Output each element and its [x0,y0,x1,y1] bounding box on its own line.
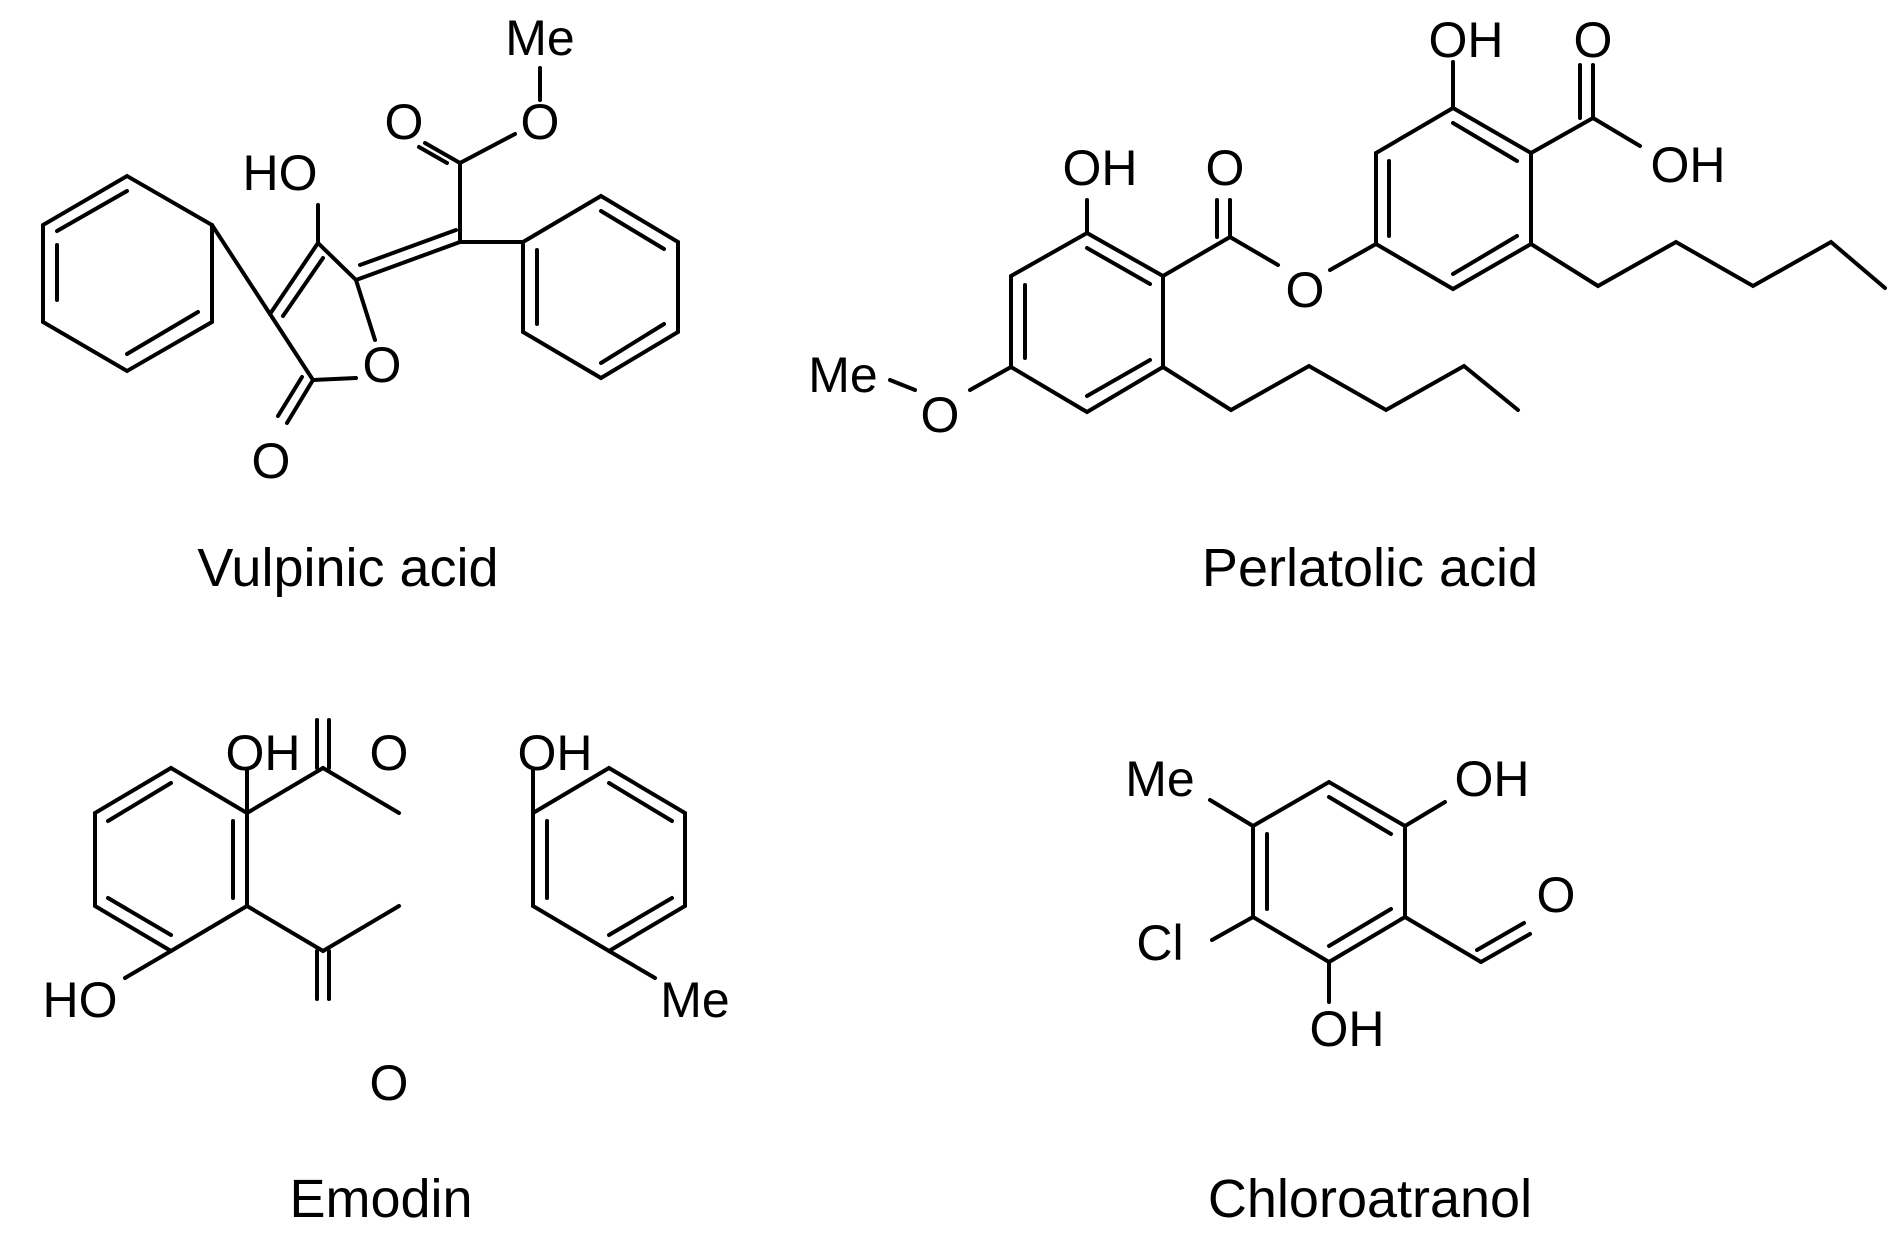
emodin-left-hydroxyl-label: HO [43,972,118,1028]
vulpinic-methyl-label: Me [505,10,574,66]
perlatolic-ester-oxygen-label: O [1286,262,1325,318]
vulpinic-ring-oxygen-label: O [363,337,402,393]
perlatolic-methoxy-oxygen-label: O [921,387,960,443]
vulpinic-acid-structure: Me O O HO O O Vulpinic acid [41,10,680,598]
emodin-methyl-label: Me [660,972,729,1028]
vulpinic-hydroxyl-label: HO [243,145,318,201]
emodin-top-left-hydroxyl-label: OH [226,725,301,781]
perlatolic-left-hydroxyl-label: OH [1063,140,1138,196]
emodin-top-right-hydroxyl-label: OH [518,725,593,781]
vulpinic-carbonyl-oxygen-label: O [385,94,424,150]
chloroatranol-structure: Me OH O Cl OH Chloroatranol [1125,751,1575,1229]
chloroatranol-bottom-hydroxyl-label: OH [1310,1001,1385,1057]
chloroatranol-methyl-label: Me [1125,751,1194,807]
perlatolic-right-hydroxyl-label: OH [1429,12,1504,68]
emodin-bonds [93,718,687,1001]
vulpinic-bonds [41,66,680,425]
emodin-bottom-carbonyl-oxygen-label: O [370,1055,409,1111]
emodin-structure: OH O OH HO Me O Emodin [43,718,730,1229]
emodin-top-carbonyl-oxygen-label: O [370,725,409,781]
perlatolic-acid-name: Perlatolic acid [1202,538,1538,598]
perlatolic-acid-structure: OH O O Me O OH O OH Perlatolic acid [808,12,1887,598]
chloroatranol-bonds [1208,779,1532,1004]
emodin-name: Emodin [289,1169,472,1229]
chloroatranol-aldehyde-oxygen-label: O [1537,867,1576,923]
perlatolic-methyl-label: Me [808,347,877,403]
chloroatranol-name: Chloroatranol [1208,1169,1532,1229]
vulpinic-ester-oxygen-label: O [521,94,560,150]
chloroatranol-top-hydroxyl-label: OH [1455,751,1530,807]
vulpinic-lactone-oxygen-label: O [252,433,291,489]
vulpinic-acid-name: Vulpinic acid [197,538,498,598]
perlatolic-carbonyl-oxygen-label: O [1206,140,1245,196]
chloroatranol-chlorine-label: Cl [1136,915,1183,971]
perlatolic-bonds [888,60,1887,415]
perlatolic-acid-hydroxyl-label: OH [1651,137,1726,193]
perlatolic-acid-oxygen-label: O [1574,12,1613,68]
